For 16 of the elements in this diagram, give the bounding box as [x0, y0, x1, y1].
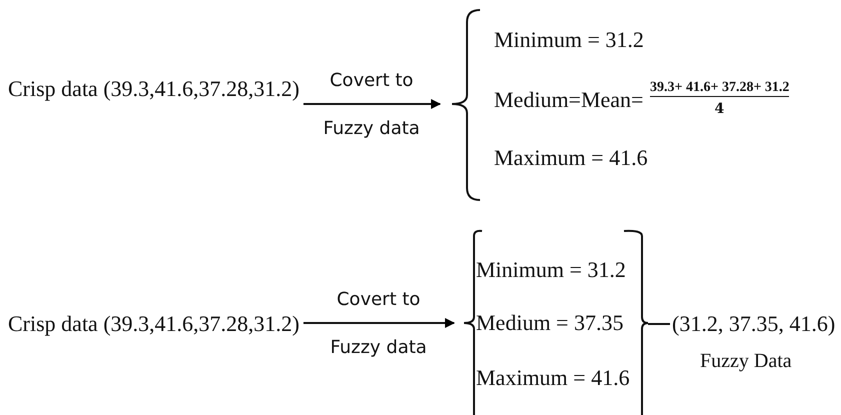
edge-label: Covert to	[336, 289, 420, 311]
formula-text: Medium=Mean=	[494, 90, 644, 110]
formula-text: Minimum = 31.2	[494, 30, 644, 50]
fraction-numerator: 39.3+ 41.6+ 37.28+ 31.2	[650, 80, 790, 97]
data-text: Crisp data (39.3,41.6,37.28,31.2)	[8, 78, 300, 100]
note-text: Fuzzy data	[330, 337, 427, 359]
edge-label: Covert to	[330, 70, 414, 92]
fraction-denominator: 4	[714, 102, 724, 116]
caption-text: Fuzzy Data	[700, 351, 792, 371]
fuzzy-tuple: (31.2, 37.35, 41.6)	[672, 313, 836, 335]
connector-line	[648, 323, 670, 325]
arrow	[303, 99, 441, 109]
formula-text: Maximum = 41.6	[494, 148, 648, 168]
arrow	[303, 318, 455, 328]
data-text: Crisp data (39.3,41.6,37.28,31.2)	[8, 313, 300, 335]
note-text: Fuzzy data	[323, 118, 420, 140]
